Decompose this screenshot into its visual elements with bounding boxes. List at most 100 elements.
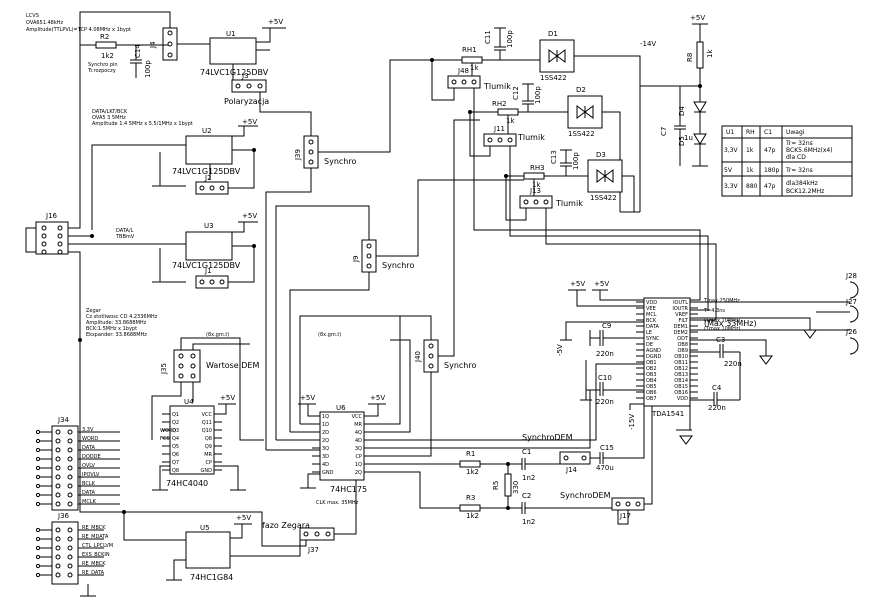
j28-label: J28: [845, 272, 857, 280]
pin: [314, 531, 320, 537]
pin: [507, 137, 513, 143]
pin: [190, 363, 196, 369]
pin-label: OB11: [674, 360, 688, 366]
d5-label: D5: [678, 136, 686, 146]
pin-label: CP: [355, 454, 362, 460]
diode-d5-symbol: [693, 133, 707, 145]
pin: [55, 563, 61, 569]
pin-label: OB6: [646, 390, 657, 396]
wire: [509, 146, 709, 311]
table-header: RH: [746, 129, 755, 136]
j48-tlumik: Tlumik: [483, 82, 511, 91]
pin-label: 2Q: [355, 470, 362, 476]
pin-label: CP: [205, 460, 212, 466]
pin: [543, 199, 549, 205]
pin: [67, 465, 73, 471]
wire: [192, 343, 250, 350]
rh3-label: RH3: [530, 164, 545, 172]
pin: [55, 429, 61, 435]
c7-label: C7: [660, 127, 668, 136]
table-cell: BCK5.6MHz(x4): [786, 147, 833, 154]
synchro-dem-2: SynchroDEM: [560, 491, 611, 500]
junction: [430, 58, 434, 62]
j1-label: J1: [204, 267, 212, 275]
pin: [190, 373, 196, 379]
pin-label: VCC: [352, 414, 363, 420]
table-cell: dla CD: [786, 154, 806, 161]
table-cell: 5V: [724, 167, 733, 174]
pin-label: 4D: [322, 462, 329, 468]
j9-synchro: Synchro: [382, 261, 414, 270]
pin-label: FILT: [678, 318, 688, 324]
c14-value: 100p: [144, 60, 152, 78]
table-cell: 1k: [746, 147, 754, 154]
pin: [366, 263, 372, 269]
note-zegar-2: Cz.stotliwosc CD 4.2336MHz: [86, 314, 158, 320]
pin: [55, 483, 61, 489]
u3-label: U3: [204, 222, 214, 230]
pin-label: Q9: [205, 444, 212, 450]
pin: [178, 363, 184, 369]
pin: [219, 185, 225, 191]
note-data-lower-1: DATA/L: [116, 228, 134, 234]
pin-label: 4Q: [355, 430, 362, 436]
u6-vcc-left: +5V: [300, 394, 315, 402]
pin: [67, 554, 73, 560]
pin-label: Q4: [172, 436, 179, 442]
pin-label: Q11: [202, 420, 212, 426]
table-cell: 180p: [764, 167, 779, 174]
j11-label: J11: [493, 125, 505, 133]
pin-label: RE_DATA: [82, 570, 105, 576]
pin-terminal: [35, 465, 41, 471]
r3-label: R3: [466, 494, 475, 502]
j13-label: J13: [529, 187, 541, 195]
u5-label: U5: [200, 524, 210, 532]
wire: [265, 168, 312, 450]
output-jack-j26: [849, 337, 859, 355]
u6-label: U6: [336, 404, 346, 412]
wire: [473, 88, 701, 301]
pin: [55, 456, 61, 462]
dac-note: (Tmax 10MHz): [704, 318, 741, 324]
junction: [252, 244, 256, 248]
resistor-r3: [459, 504, 481, 512]
resistor-r8: [696, 41, 704, 69]
j14-label: J14: [565, 466, 578, 474]
wire: [214, 465, 239, 490]
c10-label: C10: [598, 374, 612, 382]
u4-tag: FC6: [160, 436, 170, 442]
r2-note-1: Synchro pin: [88, 62, 118, 68]
chip-u6: [319, 411, 365, 481]
wire: [364, 404, 379, 417]
j17-label: J17: [619, 512, 631, 520]
pin-label: BCK: [646, 318, 657, 324]
connector-j35: [173, 349, 201, 383]
pin-terminal: [35, 536, 41, 542]
out-note: (Max 33MHz): [704, 319, 757, 328]
pin: [497, 137, 503, 143]
j35-label: J35: [160, 363, 168, 375]
table-cell: 880: [746, 183, 758, 190]
pin: [199, 279, 205, 285]
c15-value: 470u: [596, 464, 614, 472]
u1-vcc: +5V: [268, 18, 283, 26]
dac-note: Tmax 250MHz: [703, 298, 740, 304]
u4-label: U4: [184, 398, 194, 406]
pin-terminal: [35, 438, 41, 444]
c1-value: 1n2: [522, 474, 535, 482]
note-data-1: DATA/LKT/BCK: [92, 109, 128, 115]
c3-value: 220n: [724, 360, 742, 368]
pin-label: OB7: [646, 396, 657, 402]
pin-label: OB2: [646, 366, 657, 372]
pin: [57, 241, 63, 247]
pin: [67, 447, 73, 453]
pin: [581, 455, 587, 461]
wire: [505, 175, 527, 221]
d3-label: D3: [596, 151, 606, 159]
pin: [67, 527, 73, 533]
junction: [78, 338, 82, 342]
pin: [67, 438, 73, 444]
pin-label: VDD: [646, 300, 657, 306]
j27-label: J27: [845, 298, 857, 306]
